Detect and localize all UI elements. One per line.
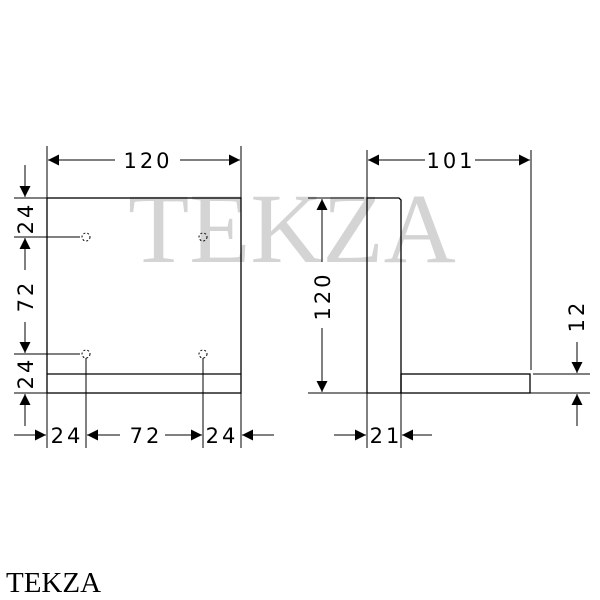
dimension-left-offset: 24: [51, 424, 84, 448]
dimension-bottom-offset: 24: [14, 357, 38, 390]
mounting-hole: [198, 349, 208, 359]
dimension-plate-thickness: 21: [370, 424, 403, 448]
side-extension-lines: [308, 150, 590, 448]
brand-logo: TEKZA: [6, 567, 101, 599]
dimension-hole-spacing-vertical: 72: [14, 280, 38, 313]
dimension-height: 120: [311, 271, 335, 320]
dimension-depth: 101: [426, 149, 475, 173]
dimension-width: 120: [123, 149, 172, 173]
watermark: TEKZA: [128, 173, 456, 284]
dimension-top-offset: 24: [14, 202, 38, 235]
mounting-hole: [81, 232, 91, 242]
dimension-shelf-thickness: 12: [565, 300, 589, 333]
mounting-holes: [81, 232, 208, 359]
dimension-hole-spacing-horizontal: 72: [130, 424, 163, 448]
side-view: 101 120 21 12: [308, 149, 590, 448]
front-extension-lines: [14, 146, 242, 448]
dimension-right-offset: 24: [206, 424, 239, 448]
shelf-outline: [400, 373, 531, 394]
mounting-hole: [198, 232, 208, 242]
front-view: 120 24 72 24 24 72 24: [14, 146, 274, 448]
mounting-hole: [81, 349, 91, 359]
